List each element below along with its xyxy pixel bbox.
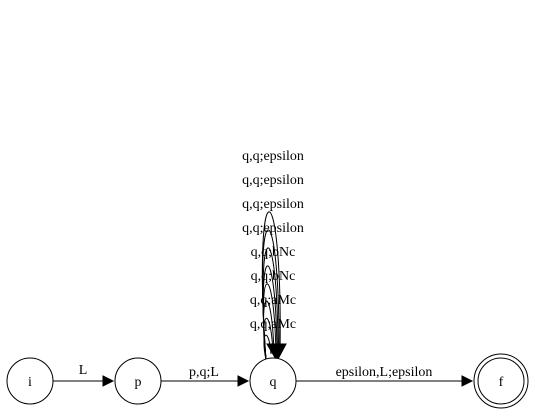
edge-label-q-f: epsilon,L;epsilon xyxy=(336,365,433,380)
arrowhead xyxy=(102,375,115,387)
arrowhead xyxy=(237,375,250,387)
self-loop-label: q,q;epsilon xyxy=(242,173,304,188)
self-loop-label: q,q;bNc xyxy=(251,269,296,284)
self-loop-edge xyxy=(261,211,281,361)
self-loop-label: q,q;epsilon xyxy=(242,149,304,164)
edge-p-q xyxy=(161,375,250,387)
state-label: q xyxy=(270,375,277,390)
edge-label-i-p: L xyxy=(79,363,88,378)
edge-label-p-q: p,q;L xyxy=(189,365,219,380)
state-node-p: p xyxy=(114,357,162,405)
self-loops xyxy=(261,211,287,363)
self-loop-label: q,q;bNc xyxy=(251,245,296,260)
self-loop-arrowhead xyxy=(266,343,287,363)
edge-q-f xyxy=(296,375,474,387)
arrowhead xyxy=(461,375,474,387)
state-node-i: i xyxy=(6,357,54,405)
self-loop-label: q,q;aMc xyxy=(250,317,296,332)
edge-i-p xyxy=(53,375,115,387)
self-loop-label: q,q;epsilon xyxy=(242,197,304,212)
state-node-f-accepting: f xyxy=(473,353,529,409)
state-label: f xyxy=(499,375,504,390)
state-label: p xyxy=(135,375,142,390)
self-loop-label: q,q;epsilon xyxy=(242,221,304,236)
state-label: i xyxy=(28,375,32,390)
self-loop-label: q,q;aMc xyxy=(250,293,296,308)
state-node-q: q xyxy=(249,357,297,405)
